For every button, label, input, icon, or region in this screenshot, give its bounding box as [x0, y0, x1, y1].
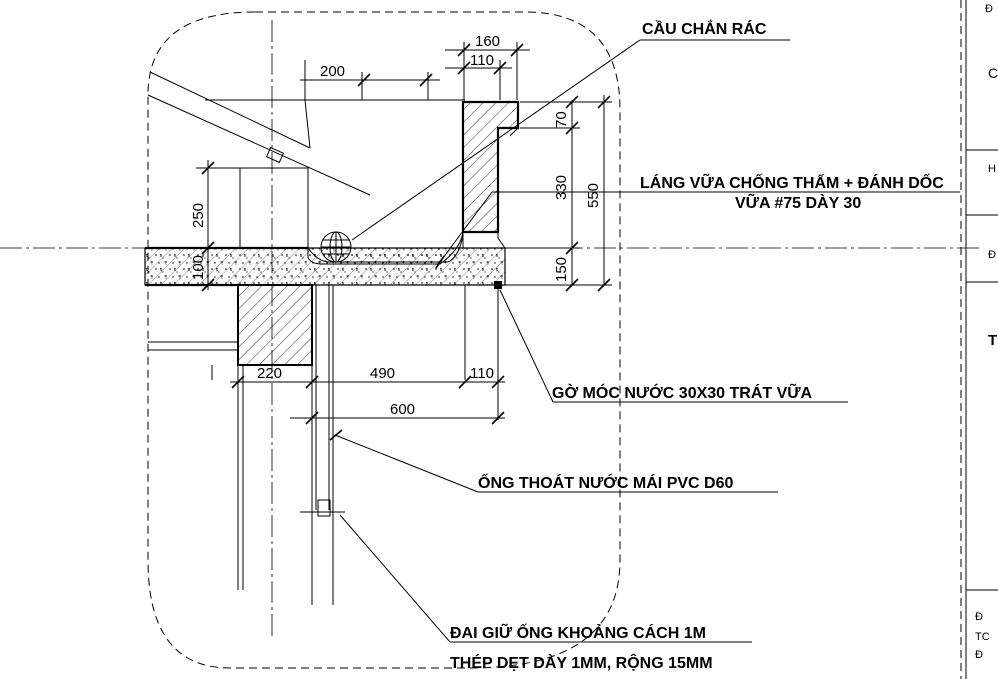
dimension-label: 100	[190, 255, 207, 280]
trash-guard-ball	[320, 231, 352, 263]
dimension-label: 330	[553, 175, 570, 200]
dimension-label: 110	[470, 52, 494, 69]
dimension-label: 200	[320, 63, 345, 80]
dimension-200	[300, 72, 440, 100]
title-block-fragment: C	[988, 65, 998, 81]
title-block-fragment: H	[988, 163, 996, 175]
dimension-label: 220	[257, 365, 282, 382]
label-trash-guard: CẦU CHẮN RÁC	[642, 19, 767, 38]
dimension-label: 550	[585, 183, 602, 208]
dimension-160-110	[445, 42, 530, 100]
leader-drip-edge	[499, 289, 848, 403]
title-block-fragment: T	[988, 332, 997, 349]
leader-drain-pipe	[329, 429, 778, 493]
label-drip-edge: GỜ MÓC NƯỚC 30X30 TRÁT VỮA	[552, 382, 813, 402]
dimension-label: 160	[475, 33, 500, 50]
title-block-fragment: Đ	[975, 611, 983, 623]
upstand-inner-line	[497, 128, 506, 249]
dimension-vertical-left	[196, 160, 240, 292]
leader-trash-guard	[351, 39, 790, 241]
dimension-label: 110	[470, 365, 494, 382]
dimension-bottom	[230, 365, 505, 428]
label-clamp-line2: THÉP DẸT DÀY 1MM, RỘNG 15MM	[450, 653, 713, 672]
label-waterproof-line1: LÁNG VỮA CHỐNG THẤM + ĐÁNH DỐC	[640, 172, 944, 192]
leader-clamp	[339, 514, 752, 643]
beam	[237, 284, 313, 366]
dimension-label: 490	[370, 365, 395, 382]
dimension-label: 70	[553, 111, 570, 128]
dimension-vertical-right	[465, 95, 612, 292]
sloped-roof	[147, 71, 371, 196]
label-waterproof-line2: VỮA #75 DÀY 30	[735, 192, 861, 212]
title-block-fragment: Đ	[988, 249, 996, 261]
label-clamp-line1: ĐAI GIỮ ỐNG KHOẢNG CÁCH 1M	[450, 622, 706, 642]
dimension-label: 250	[190, 203, 207, 228]
label-drain-pipe: ỐNG THOÁT NƯỚC MÁI PVC D60	[478, 472, 733, 492]
left-wall-block	[239, 167, 309, 249]
detail-boundary	[147, 11, 621, 669]
title-block-fragment: TC	[975, 631, 990, 643]
gutter-upstand-wall	[461, 100, 520, 234]
dimension-label: 600	[390, 401, 415, 418]
drain-pipe	[300, 285, 345, 605]
title-block-fragment: Đ	[985, 3, 993, 15]
upstand-cap	[509, 127, 519, 137]
dimension-label: 150	[553, 257, 570, 282]
title-block-fragment: Đ	[975, 649, 983, 661]
leader-waterproof	[435, 191, 960, 269]
